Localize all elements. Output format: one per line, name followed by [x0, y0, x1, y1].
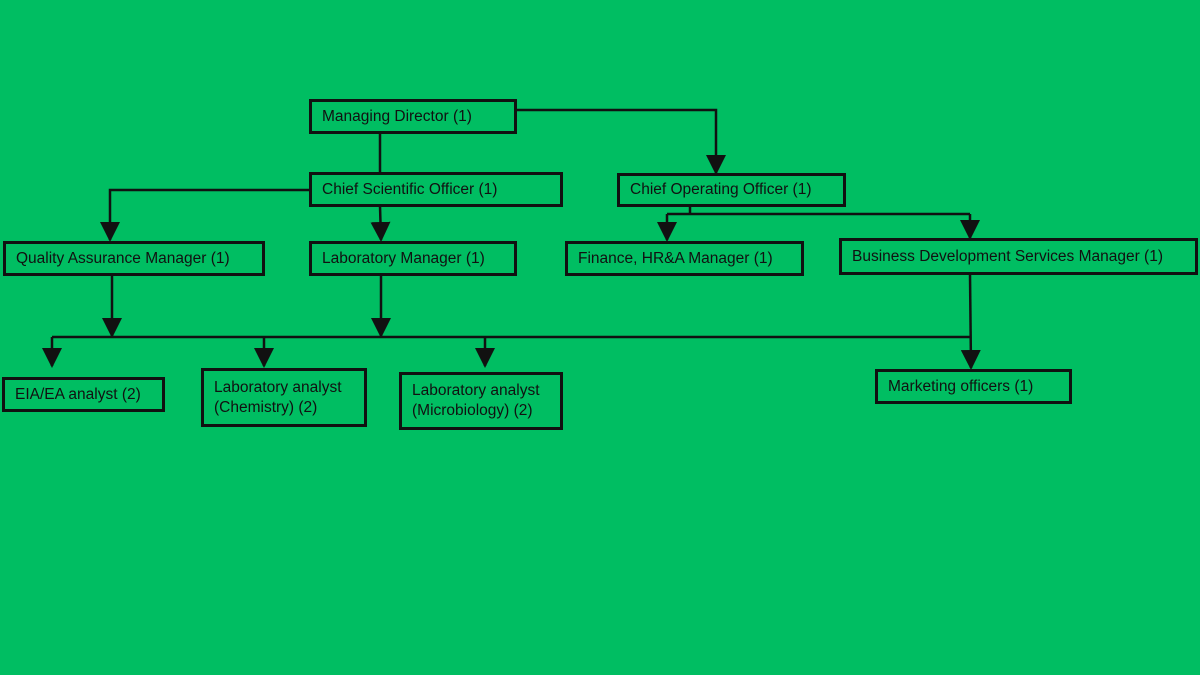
node-label: Laboratory Manager (1)	[322, 249, 485, 267]
node-label-line1: Laboratory analyst	[412, 382, 540, 399]
node-label-line1: Laboratory analyst	[214, 378, 342, 396]
node-managing-director: Managing Director (1)	[309, 99, 517, 134]
node-business-development-manager: Business Development Services Manager (1…	[839, 238, 1198, 275]
connector-cso-qa	[100, 188, 310, 242]
node-label-line2: (Chemistry) (2)	[214, 398, 318, 416]
node-finance-hra-manager: Finance, HR&A Manager (1)	[565, 241, 804, 276]
node-label: Chief Scientific Officer (1)	[322, 180, 498, 198]
node-chief-operating-officer: Chief Operating Officer (1)	[617, 173, 846, 207]
connector-cso-lab-manager	[370, 205, 391, 242]
node-label: Managing Director (1)	[322, 107, 472, 125]
node-label: Finance, HR&A Manager (1)	[578, 249, 773, 267]
node-label: Business Development Services Manager (1…	[852, 247, 1163, 265]
node-lab-analyst-chemistry: Laboratory analyst (Chemistry) (2)	[201, 368, 367, 427]
node-marketing-officers: Marketing officers (1)	[875, 369, 1072, 404]
node-label: Chief Operating Officer (1)	[630, 181, 812, 198]
node-lab-analyst-microbiology: Laboratory analyst (Microbiology) (2)	[399, 372, 563, 430]
node-eia-ea-analyst: EIA/EA analyst (2)	[2, 377, 165, 412]
node-quality-assurance-manager: Quality Assurance Manager (1)	[3, 241, 265, 276]
node-label: EIA/EA analyst (2)	[15, 385, 141, 403]
node-label: Marketing officers (1)	[888, 377, 1034, 395]
connector-bds-down	[960, 273, 981, 370]
node-label-line2: (Microbiology) (2)	[412, 402, 533, 419]
node-chief-scientific-officer: Chief Scientific Officer (1)	[309, 172, 563, 207]
node-label: Quality Assurance Manager (1)	[16, 249, 230, 267]
connector-md-coo	[516, 108, 726, 175]
node-laboratory-manager: Laboratory Manager (1)	[309, 241, 517, 276]
